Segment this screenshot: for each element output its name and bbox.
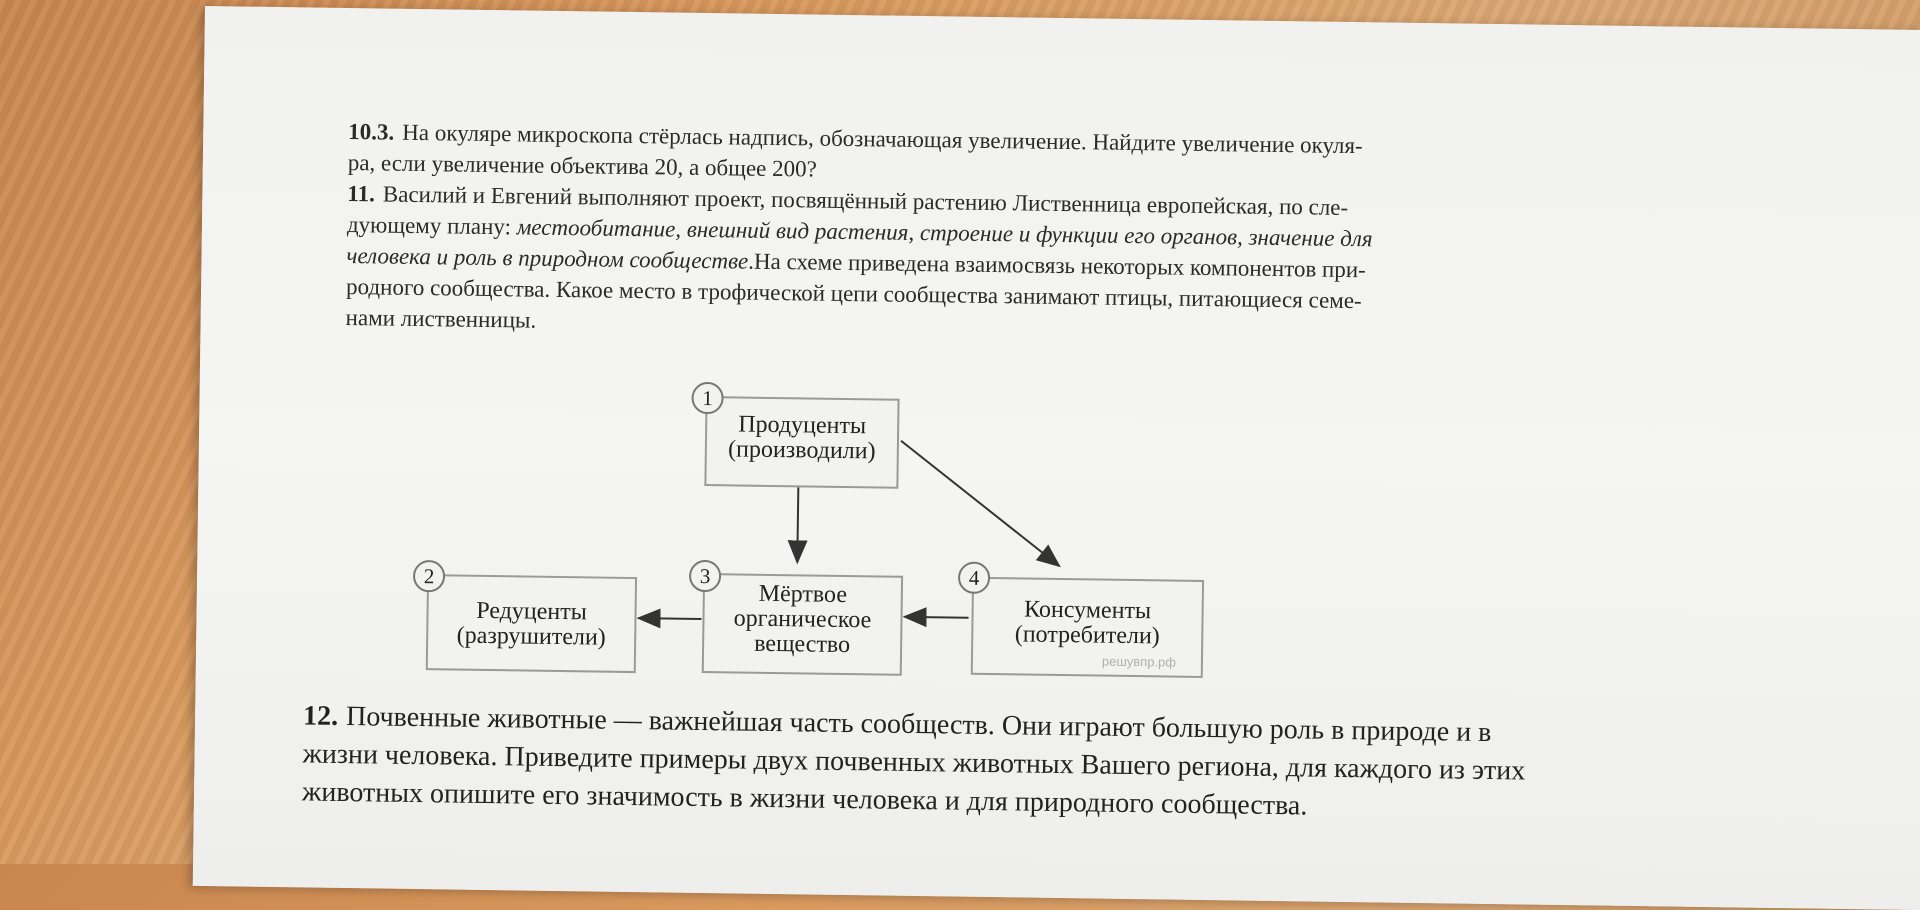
arrow-1-to-3 (787, 486, 808, 565)
paper-sheet: 10.3.На окуляре микроскопа стёрлась надп… (192, 6, 1920, 910)
arrow-4-to-3 (902, 607, 969, 628)
task-number: 12. (302, 700, 339, 732)
tasks-text: 10.3.На окуляре микроскопа стёрлась надп… (345, 116, 1648, 351)
task-number: 10.3. (348, 119, 395, 145)
decomposers-box: Редуценты (разрушители) (425, 574, 638, 674)
task-number: 11. (347, 181, 376, 207)
arrow-3-to-2 (636, 608, 702, 629)
watermark: решувпр.рф (1101, 653, 1177, 670)
diagram-arrows (636, 439, 1061, 629)
arrow-1-to-4 (900, 439, 1061, 568)
dead-organic-matter-box: Мёртвое органическое вещество (701, 573, 904, 676)
producers-box: Продуценты (производили) (704, 396, 900, 489)
task-12: 12.Почвенные животные — важнейшая часть … (302, 697, 1703, 831)
